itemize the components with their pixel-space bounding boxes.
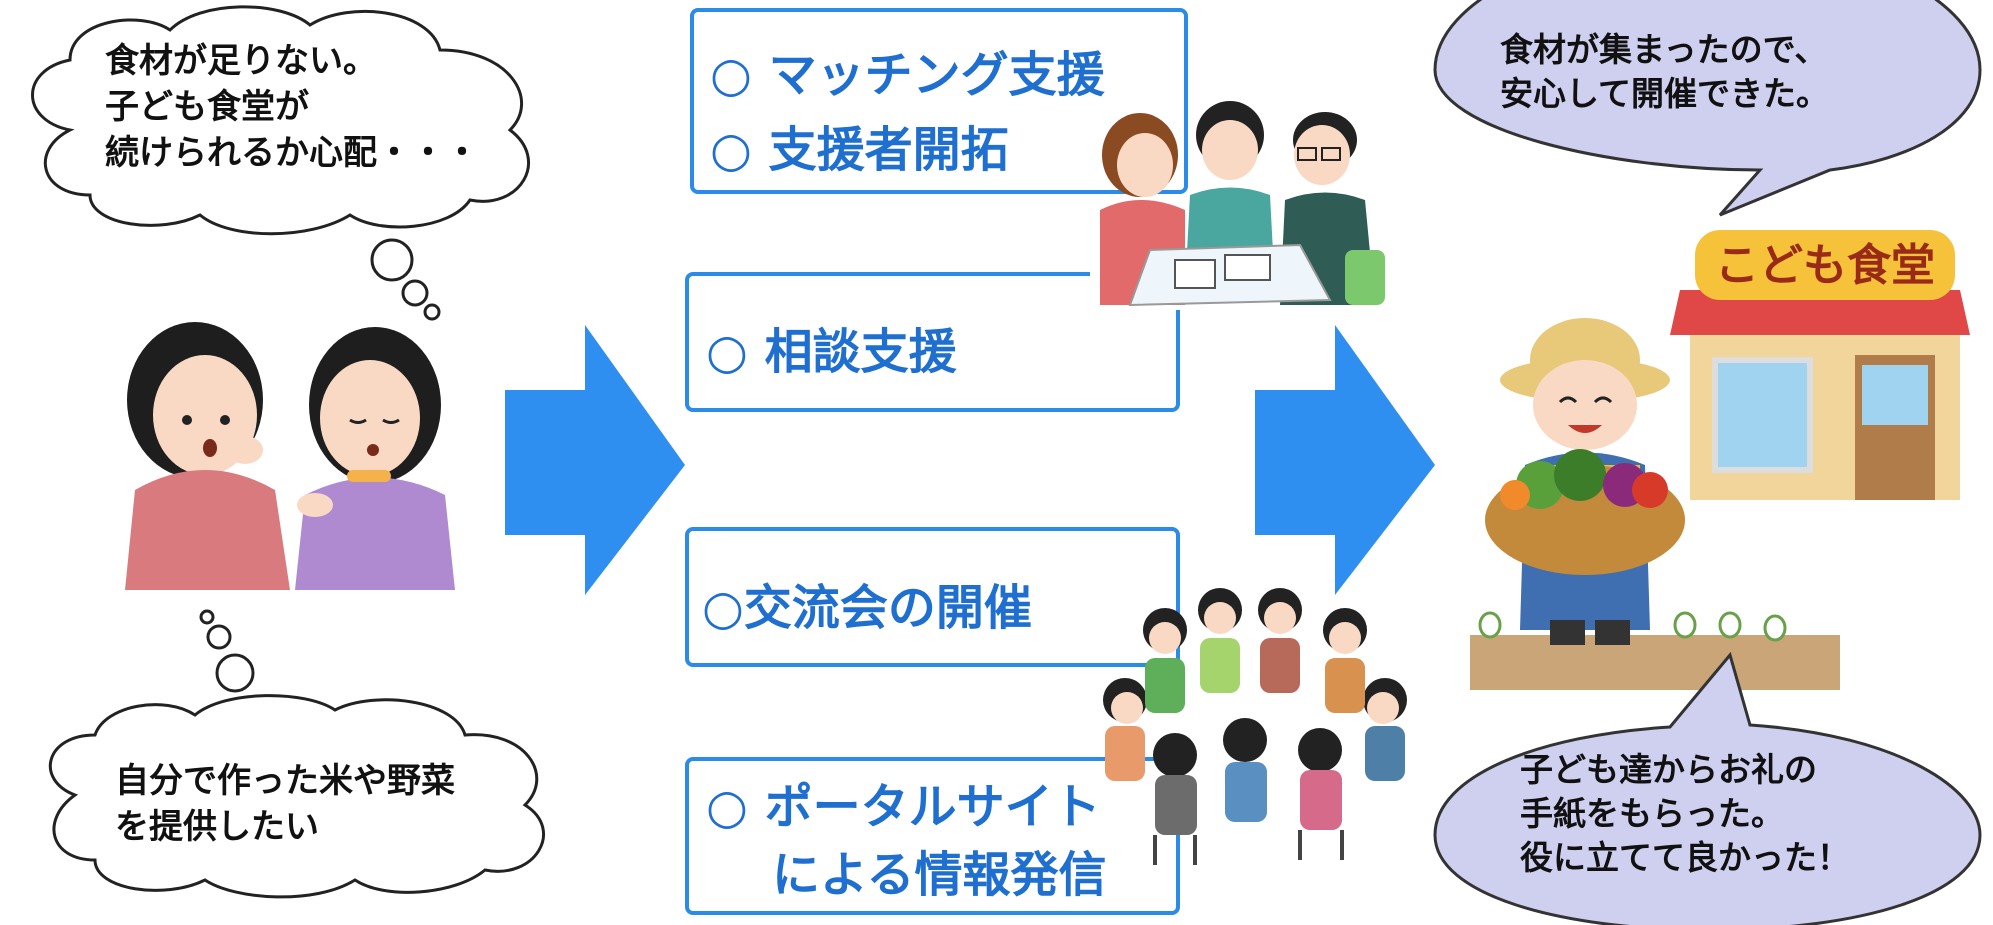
consultation-support-label: ○ 相談支援 bbox=[706, 324, 957, 380]
thanks-bubble-text: 子ども達からお礼の 手紙をもらった。 役に立てて良かった！ bbox=[1520, 750, 1850, 877]
group-exchange-illustration bbox=[1103, 588, 1407, 865]
supporter-development-label: ○ 支援者開拓 bbox=[710, 122, 1009, 178]
portal-site-label: ○ ポータルサイト bbox=[706, 779, 1101, 835]
farmer-store-illustration: こども食堂 bbox=[1470, 230, 1970, 690]
thanks-speech-bubble bbox=[1433, 651, 1982, 925]
offer-bubble-text: 自分で作った米や野菜 を提供したい bbox=[115, 761, 455, 847]
meeting-illustration bbox=[1090, 101, 1390, 310]
exchange-meeting-label: ○交流会の開催 bbox=[702, 580, 1032, 636]
arrow-right-icon bbox=[1255, 325, 1435, 595]
relief-speech-bubble bbox=[1433, 0, 1982, 217]
offer-cloud bbox=[48, 609, 545, 899]
matching-support-label: ○ マッチング支援 bbox=[710, 47, 1105, 103]
arrow-right-icon bbox=[505, 325, 685, 595]
exchange-meeting-box bbox=[685, 527, 1180, 667]
portal-site-box bbox=[685, 757, 1180, 915]
worry-cloud bbox=[31, 5, 530, 321]
women-talking-illustration bbox=[125, 322, 455, 590]
information-dissemination-label: による情報発信 bbox=[772, 847, 1107, 903]
relief-bubble-text: 食材が集まったので、 安心して開催できた。 bbox=[1500, 30, 1830, 113]
store-sign-text: こども食堂 bbox=[1715, 240, 1935, 291]
worry-bubble-text: 食材が足りない。 子ども食堂が 続けられるか心配・・・ bbox=[105, 41, 479, 173]
